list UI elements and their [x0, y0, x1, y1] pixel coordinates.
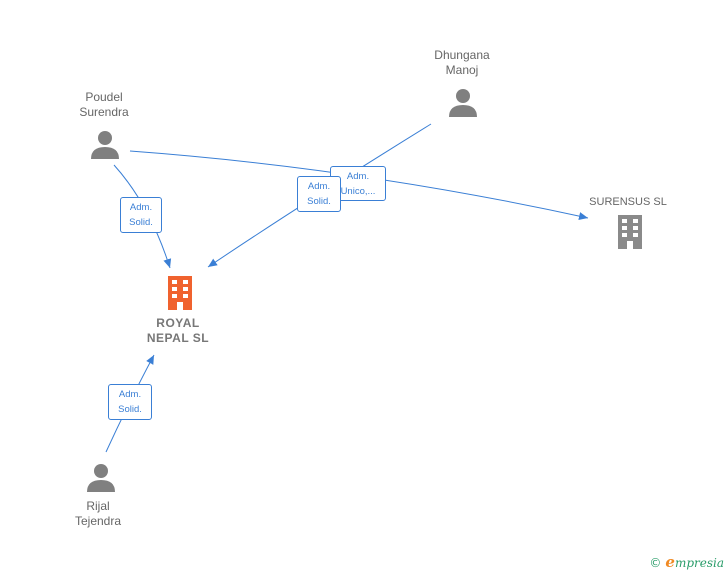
- node-name-line: Dhungana: [434, 48, 490, 62]
- edge-role-line: Unico,...: [340, 186, 376, 197]
- person-icon: [87, 464, 115, 492]
- copyright-icon: ©: [649, 556, 662, 570]
- node-label-rijal[interactable]: Rijal Tejendra: [58, 499, 138, 529]
- edge-label-poudel-royal[interactable]: Adm. Solid.: [120, 197, 162, 233]
- node-name-line: Tejendra: [74, 514, 122, 528]
- node-name-line: Manoj: [445, 63, 479, 77]
- person-icon: [449, 89, 477, 117]
- node-name-line: NEPAL SL: [146, 331, 210, 345]
- edge-role-line: Solid.: [307, 196, 331, 207]
- building-icon: [618, 215, 642, 249]
- edge-label-dhungana-royal[interactable]: Adm. Solid.: [297, 176, 341, 212]
- brand-initial: e: [665, 553, 675, 571]
- edge-role-line: Solid.: [118, 404, 142, 415]
- node-label-dhungana[interactable]: Dhungana Manoj: [420, 48, 504, 78]
- brand-name: mpresia: [674, 556, 724, 570]
- node-name-line: Rijal: [86, 499, 110, 513]
- edge-role-line: Solid.: [129, 217, 153, 228]
- edge-role-line: Adm.: [307, 181, 331, 192]
- edge-label-rijal-royal[interactable]: Adm. Solid.: [108, 384, 152, 420]
- node-name-line: ROYAL: [156, 316, 200, 330]
- node-label-poudel[interactable]: Poudel Surendra: [64, 90, 144, 120]
- node-name-line: Surendra: [79, 105, 129, 119]
- empresia-watermark: ©empresia: [649, 553, 724, 571]
- edge-role-line: Adm.: [129, 202, 153, 213]
- edge-label-poudel-surensus[interactable]: Adm. Unico,...: [330, 166, 386, 201]
- edge-role-line: Adm.: [118, 389, 142, 400]
- building-icon: [168, 276, 192, 310]
- edge-role-line: Adm.: [346, 171, 370, 182]
- person-icon: [91, 131, 119, 159]
- node-name-line: SURENSUS SL: [589, 196, 667, 208]
- node-label-royal-nepal[interactable]: ROYAL NEPAL SL: [128, 316, 228, 346]
- node-label-surensus[interactable]: SURENSUS SL: [578, 195, 678, 210]
- node-name-line: Poudel: [85, 90, 123, 104]
